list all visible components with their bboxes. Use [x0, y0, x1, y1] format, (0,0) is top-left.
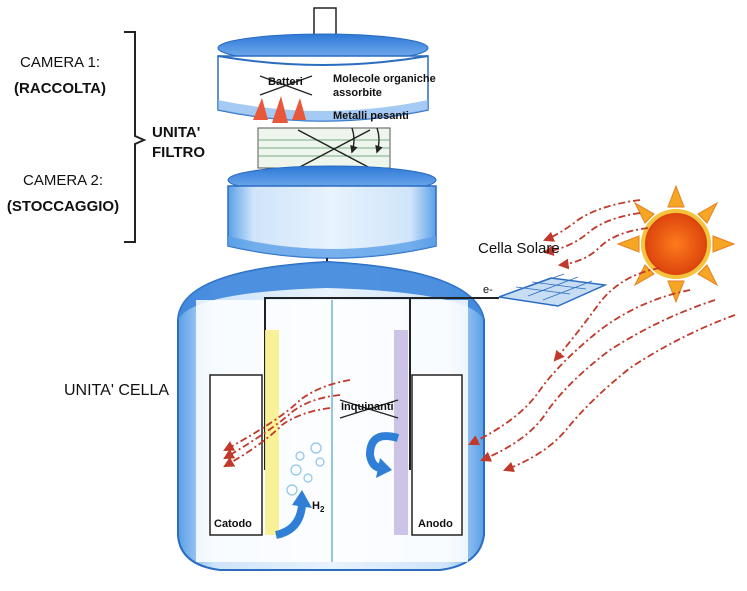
- heavy-metals-label: Metalli pesanti: [333, 110, 409, 122]
- electron-label: e-: [483, 284, 493, 296]
- camera-1-title: CAMERA 1:: [19, 54, 101, 71]
- sun-icon: [616, 184, 736, 304]
- hydrogen-label: H2: [312, 500, 325, 515]
- camera-1-subtitle: (RACCOLTA): [14, 80, 106, 97]
- filter-unit-bracket: [124, 31, 147, 243]
- sunlight-rays: [223, 199, 736, 473]
- camera-2-vessel: [227, 165, 437, 259]
- hydrogen-bubbles: [286, 442, 325, 496]
- cathode-label: Catodo: [214, 518, 252, 530]
- filter-unit-label-2: FILTRO: [152, 144, 206, 161]
- bacteria-flow-arrows: [253, 96, 306, 123]
- cathode-flow-arrow: [274, 504, 306, 539]
- cathode-compartment: [209, 330, 279, 536]
- camera-2-title: CAMERA 2:: [22, 172, 104, 189]
- camera-2-subtitle: (STOCCAGGIO): [6, 198, 120, 215]
- filter-unit-label-1: UNITA': [152, 124, 201, 141]
- metal-flow-arrows: [350, 127, 383, 154]
- filter-neck: [257, 127, 391, 169]
- bacteria-label: Batteri: [268, 76, 303, 88]
- batteri-cross: [259, 75, 313, 96]
- cell-unit-label: UNITA' CELLA: [64, 382, 170, 399]
- organic-molecules-label-2: assorbite: [333, 87, 382, 99]
- solar-panel: [498, 273, 608, 307]
- camera-1-vessel: [217, 7, 429, 122]
- anode-label: Anodo: [418, 518, 453, 530]
- pollutants-label: Inquinanti: [341, 401, 394, 413]
- inquinanti-cross: [339, 399, 399, 419]
- cathode-flow-arrowhead: [292, 490, 312, 508]
- anode-flow-arrowhead: [376, 458, 392, 478]
- anode-compartment: [394, 330, 463, 536]
- organic-molecules-label-1: Molecole organiche: [333, 73, 436, 85]
- solar-cell-label: Cella Solare: [478, 240, 560, 257]
- anode-flow-arrow: [365, 432, 400, 472]
